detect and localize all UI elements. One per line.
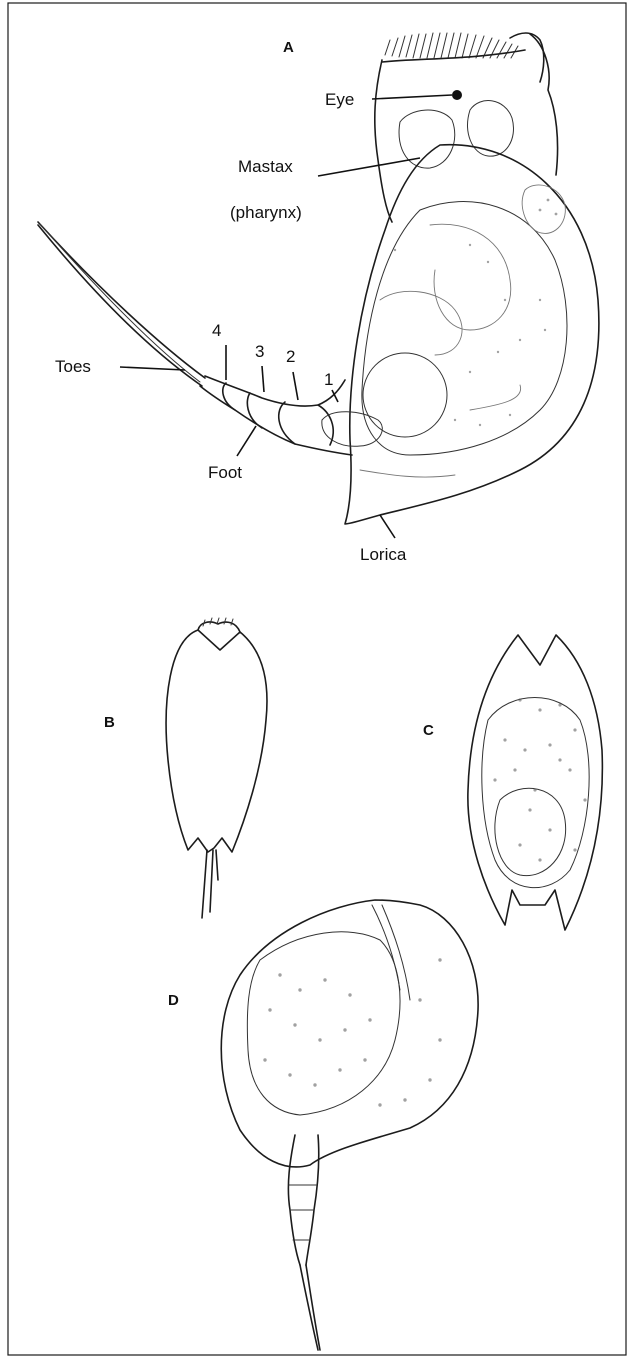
panel-d-inner — [247, 932, 400, 1115]
gland — [522, 185, 565, 233]
foot-bottom — [200, 386, 352, 455]
head-organ-right — [468, 101, 514, 157]
stipple-a — [394, 199, 558, 427]
gut-coil-1 — [430, 224, 511, 330]
corona-rim — [382, 50, 525, 62]
label-segment-3: 3 — [255, 342, 264, 361]
gut-coil-2 — [380, 291, 462, 355]
dorsal-spine — [510, 33, 544, 82]
panel-b-toes — [202, 850, 218, 918]
body-inner — [362, 202, 567, 455]
panel-c-egg — [495, 788, 566, 875]
head-outline — [375, 60, 392, 222]
panel-c-inner — [482, 698, 589, 888]
panel-b-lorica — [166, 630, 267, 852]
label-toes: Toes — [55, 357, 91, 376]
segment-3 — [247, 393, 262, 428]
lorica-rim-inner — [470, 385, 521, 410]
label-segment-2: 2 — [286, 347, 295, 366]
panel-d-spine — [372, 905, 410, 1000]
panel-a: A Eye Mastax (pharynx) — [38, 33, 599, 564]
panel-c: C — [423, 635, 602, 930]
panel-d-foot — [288, 1135, 318, 1265]
panel-b-letter: B — [104, 714, 115, 731]
stipple-c — [493, 698, 586, 861]
panel-d: D — [168, 900, 478, 1350]
label-segment-1: 1 — [324, 370, 333, 389]
label-eye: Eye — [325, 90, 354, 109]
label-mastax: Mastax — [238, 157, 293, 176]
label-segment-4: 4 — [212, 321, 221, 340]
toe-upper — [38, 222, 205, 378]
figure-frame — [8, 3, 626, 1355]
label-lorica: Lorica — [360, 545, 407, 564]
label-pharynx: (pharynx) — [230, 203, 302, 222]
panel-d-toe — [300, 1265, 320, 1350]
foot-leader — [237, 426, 256, 456]
stomach — [363, 353, 447, 437]
eye-spot — [452, 90, 462, 100]
eye-leader — [372, 95, 452, 99]
panel-b: B — [104, 618, 267, 918]
toes-leader — [120, 367, 185, 370]
lorica-base-fold — [360, 470, 455, 477]
panel-c-letter: C — [423, 722, 434, 739]
mastax-leader — [318, 158, 420, 176]
label-foot: Foot — [208, 463, 242, 482]
seg3-leader — [262, 366, 264, 392]
panel-a-letter: A — [283, 39, 294, 56]
seg2-leader — [293, 372, 298, 400]
panel-d-lorica — [221, 900, 478, 1167]
panel-c-lorica — [468, 635, 603, 930]
panel-d-letter: D — [168, 992, 179, 1009]
lorica-leader — [380, 515, 395, 538]
stipple-d — [263, 958, 441, 1106]
